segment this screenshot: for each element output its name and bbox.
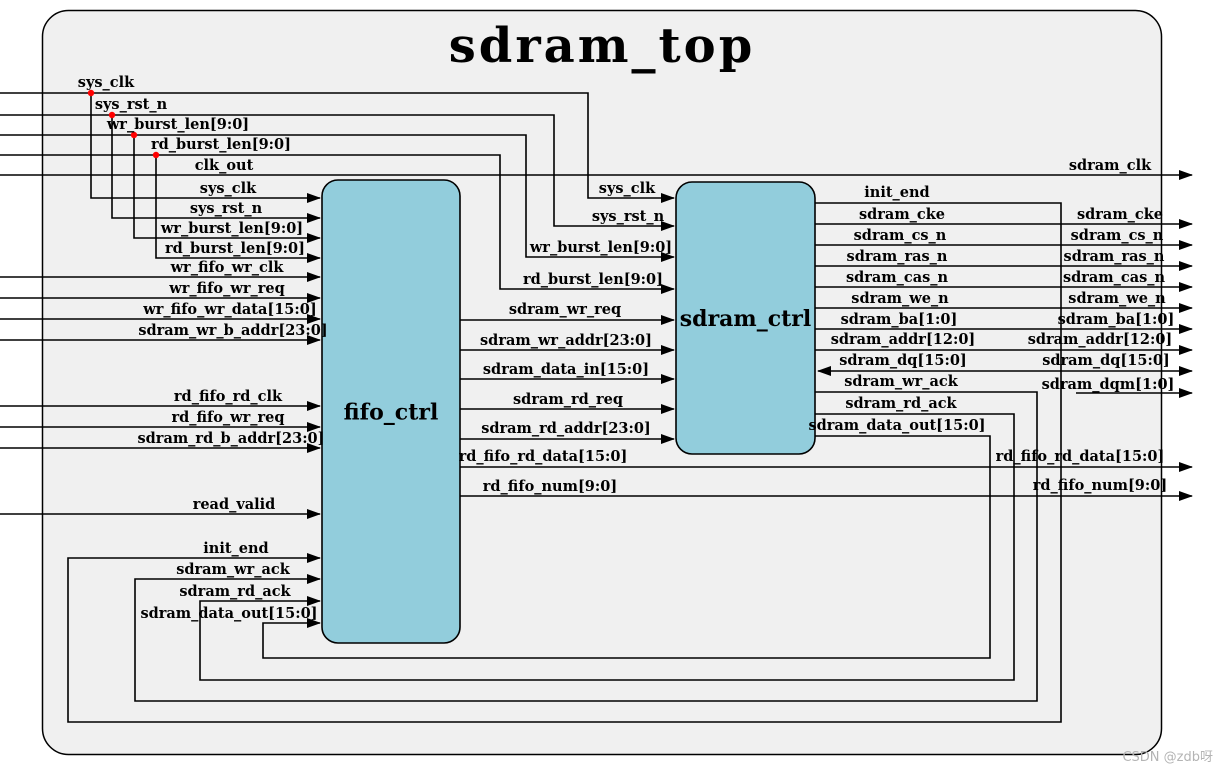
label-sdram-addr-out: sdram_addr[12:0]: [831, 331, 976, 348]
label-sdram-wr-req: sdram_wr_req: [509, 301, 621, 318]
label-fifo-sdram-rd-ack: sdram_rd_ack: [179, 583, 291, 600]
wire-wr-burst-len-branch: [133, 135, 321, 243]
label-sdram-rd-req: sdram_rd_req: [513, 391, 623, 408]
label-rd-fifo-rd-data-port: rd_fifo_rd_data[15:0]: [996, 448, 1165, 465]
label-clk-out-input: clk_out: [195, 157, 254, 174]
label-sdram-ras-n-out: sdram_ras_n: [847, 248, 948, 265]
label-sdram-clk-port: sdram_clk: [1069, 157, 1152, 174]
wire-sys-rst-n-branch: [111, 115, 321, 223]
junction-dot: [108, 111, 116, 119]
label-ctrl-sys-rst-n: sys_rst_n: [592, 208, 665, 225]
label-sdram-cs-n-out: sdram_cs_n: [854, 227, 947, 244]
label-sdram-ba-port: sdram_ba[1:0]: [1058, 311, 1175, 328]
label-rd-fifo-num-port: rd_fifo_num[9:0]: [1033, 477, 1167, 494]
label-sdram-dq-out: sdram_dq[15:0]: [839, 352, 967, 369]
wire-sys-clk-branch: [90, 93, 321, 203]
block-fifo-ctrl: [321, 179, 461, 644]
wire-init-end-loop: [67, 202, 1062, 723]
block-label-fifo-ctrl: fifo_ctrl: [344, 400, 439, 426]
label-sys-rst-n-input: sys_rst_n: [95, 96, 168, 113]
label-fifo-sdram-data-out: sdram_data_out[15:0]: [140, 605, 317, 622]
label-fifo-sdram-wr-ack: sdram_wr_ack: [176, 561, 291, 578]
block-sdram-ctrl: [675, 181, 816, 455]
label-sdram-wr-b-addr: sdram_wr_b_addr[23:0]: [138, 322, 327, 339]
wire-sdram-rd-ack-loop: [199, 413, 1015, 681]
label-sdram-cke-out: sdram_cke: [859, 206, 945, 223]
wire-rd-burst-len-main: [0, 154, 675, 294]
label-sdram-rd-b-addr: sdram_rd_b_addr[23:0]: [138, 430, 325, 447]
label-sdram-cke-port: sdram_cke: [1077, 206, 1163, 223]
label-rd-fifo-num-mid: rd_fifo_num[9:0]: [483, 478, 617, 495]
wire-sdram-wr-ack-loop: [134, 391, 1038, 702]
wire-sys-rst-n-main: [0, 114, 675, 231]
label-sdram-dqm-port: sdram_dqm[1:0]: [1042, 376, 1175, 393]
label-sys-clk-input: sys_clk: [78, 74, 135, 91]
label-rd-fifo-rd-clk: rd_fifo_rd_clk: [174, 388, 283, 405]
wire-sys-clk-main: [0, 92, 675, 203]
label-sdram-wr-ack-out: sdram_wr_ack: [844, 373, 959, 390]
label-sdram-rd-addr: sdram_rd_addr[23:0]: [481, 420, 651, 437]
label-init-end-out: init_end: [864, 184, 929, 201]
label-sdram-data-out-out: sdram_data_out[15:0]: [808, 417, 985, 434]
label-wr-fifo-wr-req: wr_fifo_wr_req: [168, 280, 284, 297]
label-read-valid: read_valid: [193, 496, 276, 513]
label-sdram-ras-n-port: sdram_ras_n: [1064, 248, 1165, 265]
label-rd-burst-len-input: rd_burst_len[9:0]: [151, 136, 291, 153]
label-fifo-sys-clk: sys_clk: [200, 180, 257, 197]
label-wr-burst-len-input: wr_burst_len[9:0]: [106, 116, 249, 133]
watermark: CSDN @zdb呀: [1122, 750, 1213, 765]
label-rd-fifo-rd-data-mid: rd_fifo_rd_data[15:0]: [459, 448, 628, 465]
label-sdram-we-n-port: sdram_we_n: [1068, 290, 1166, 307]
wire-wr-burst-len-main: [0, 134, 675, 262]
wire-sdram-data-out-loop: [262, 435, 991, 659]
label-sdram-data-in: sdram_data_in[15:0]: [483, 361, 649, 378]
label-fifo-wr-burst-len: wr_burst_len[9:0]: [160, 220, 303, 237]
label-fifo-rd-burst-len: rd_burst_len[9:0]: [165, 240, 305, 257]
label-rd-fifo-wr-req: rd_fifo_wr_req: [171, 409, 284, 426]
label-sdram-we-n-out: sdram_we_n: [851, 290, 949, 307]
label-wr-fifo-wr-data: wr_fifo_wr_data[15:0]: [142, 301, 316, 318]
label-ctrl-rd-burst-len: rd_burst_len[9:0]: [523, 271, 663, 288]
junction-dot: [130, 131, 138, 139]
label-sdram-cs-n-port: sdram_cs_n: [1071, 227, 1164, 244]
junction-dot: [87, 89, 95, 97]
junction-dot: [152, 151, 160, 159]
label-fifo-init-end: init_end: [203, 540, 268, 557]
label-fifo-sys-rst-n: sys_rst_n: [190, 200, 263, 217]
label-sdram-cas-n-out: sdram_cas_n: [846, 269, 949, 286]
label-sdram-dq-port: sdram_dq[15:0]: [1042, 352, 1170, 369]
wire-rd-burst-len-branch: [155, 155, 321, 263]
block-label-sdram-ctrl: sdram_ctrl: [680, 306, 811, 332]
page-title: sdram_top: [448, 18, 756, 74]
label-sdram-cas-n-port: sdram_cas_n: [1063, 269, 1166, 286]
label-sdram-rd-ack-out: sdram_rd_ack: [845, 395, 957, 412]
label-ctrl-wr-burst-len: wr_burst_len[9:0]: [529, 239, 672, 256]
label-sdram-ba-out: sdram_ba[1:0]: [841, 311, 958, 328]
label-wr-fifo-wr-clk: wr_fifo_wr_clk: [170, 259, 285, 276]
label-sdram-wr-addr: sdram_wr_addr[23:0]: [480, 332, 652, 349]
label-sdram-addr-port: sdram_addr[12:0]: [1028, 331, 1173, 348]
label-ctrl-sys-clk: sys_clk: [599, 180, 656, 197]
